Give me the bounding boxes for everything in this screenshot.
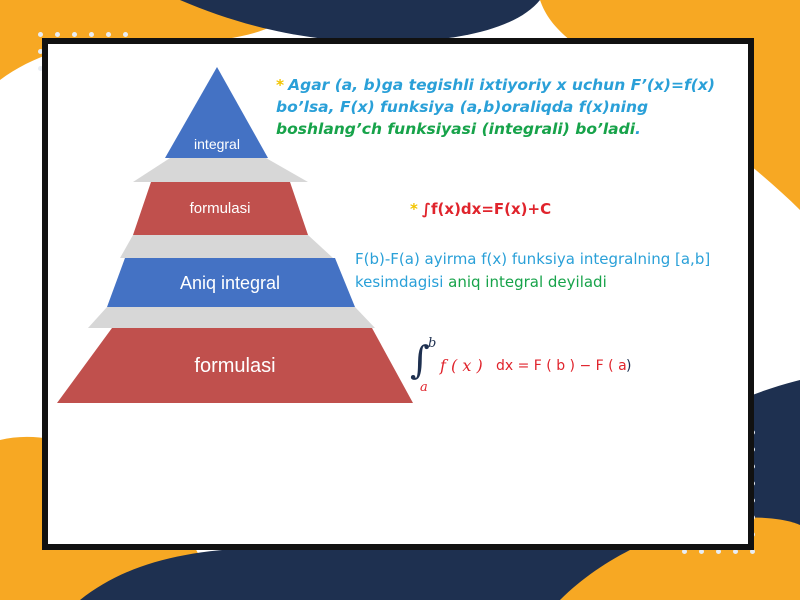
integrand: f ( x ) xyxy=(440,356,483,375)
pyramid-tier-4 xyxy=(57,328,413,403)
definition-part-4: . xyxy=(635,120,641,138)
definite-integral-formula: ∫ b a f ( x ) dx = F ( b ) − F ( a ) xyxy=(410,336,670,396)
slide-frame xyxy=(42,38,754,550)
indefinite-integral-formula: *∫f(x)dx=F(x)+C xyxy=(410,200,551,218)
pyramid-tier-2 xyxy=(133,182,308,235)
indefinite-formula-text: ∫f(x)dx=F(x)+C xyxy=(421,200,552,218)
pyramid-tier-2-label: formulasi xyxy=(189,200,251,217)
integral-sign: ∫ xyxy=(410,338,430,382)
definite-definition-part-1: F(b)-F(a) ayirma f(x) funksiya integraln… xyxy=(355,250,711,291)
definition-part-1: Agar (a, b)ga tegishli ixtiyoriy x uchun… xyxy=(276,76,715,116)
definition-part-2: F(x) funksiya (a,b)oraliqda f(x)ning xyxy=(339,98,649,116)
pyramid-tier-1 xyxy=(165,67,268,158)
bullet-marker: * xyxy=(276,76,285,94)
formula-close-paren: ) xyxy=(626,358,632,374)
pyramid-tier-3-label: Aniq integral xyxy=(179,273,281,293)
definite-definition-part-2: aniq integral deyiladi xyxy=(448,273,607,291)
navy-blob-top xyxy=(180,0,540,43)
bullet-marker: * xyxy=(410,200,418,218)
orange-blob-top-left xyxy=(0,0,300,80)
pyramid-connector-1 xyxy=(133,158,308,182)
definition-part-3: boshlang’ch funksiyasi (integrali) bo’la… xyxy=(276,120,636,138)
pyramid-connector-3 xyxy=(88,307,375,328)
integral-upper-limit: b xyxy=(428,336,437,351)
pyramid-tier-4-label: formulasi xyxy=(194,355,276,377)
pyramid-connector-2 xyxy=(120,235,333,258)
pyramid-tier-3 xyxy=(107,258,355,307)
pyramid-tier-1-label: integral xyxy=(194,136,240,152)
formula-rest: dx = F ( b ) − F ( a xyxy=(496,358,627,374)
definite-integral-definition: F(b)-F(a) ayirma f(x) funksiya integraln… xyxy=(355,248,745,294)
antiderivative-definition: *Agar (a, b)ga tegishli ixtiyoriy x uchu… xyxy=(276,74,746,140)
integral-lower-limit: a xyxy=(420,380,428,395)
